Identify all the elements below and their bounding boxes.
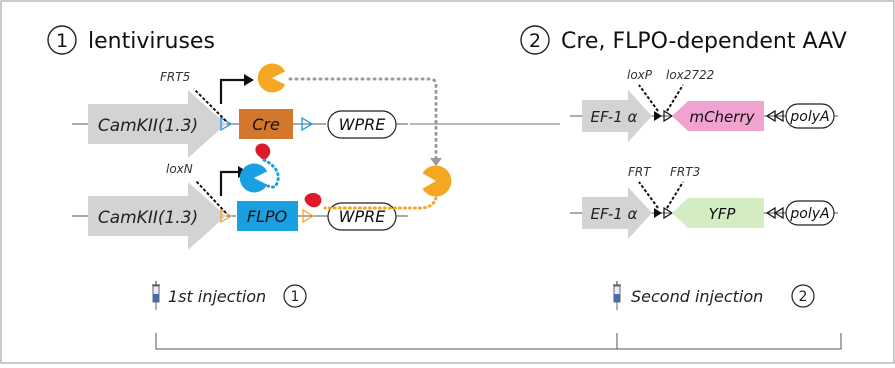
flpo-wpre-label: WPRE — [339, 207, 387, 226]
cre-wpre-label: WPRE — [339, 115, 387, 134]
lox2722-site-marker — [663, 109, 674, 123]
yfp-gene-label: YFP — [709, 205, 737, 223]
panel1-number: 1 — [56, 30, 68, 52]
flpo-bound-site-blob — [304, 193, 322, 208]
panel1-title: lentiviruses — [88, 29, 215, 54]
cre-protein-icon — [257, 63, 286, 93]
yfp-3prime-site-b — [773, 206, 784, 220]
mcherry-3prime-site-b — [773, 109, 784, 123]
frt-leader-line — [638, 181, 659, 209]
mcherry-polya-element — [785, 103, 835, 129]
cre-promoter-arrow — [88, 90, 226, 158]
panel2-header: 2 Cre, FLPO-dependent AAV — [520, 25, 847, 55]
cre-transcription-arrow — [219, 78, 244, 104]
lox2722-leader-line — [666, 84, 684, 112]
yfp-polya-element — [785, 200, 835, 226]
loxn-label: loxN — [166, 162, 193, 176]
loxp-label: loxP — [627, 68, 653, 82]
cre-gene-label: Cre — [252, 115, 280, 134]
flpo-protein-icon — [239, 163, 268, 193]
aav-mcherry-construct: EF-1 α loxP lox2722 mCherry polyA — [570, 68, 838, 142]
first-injection-label: 1st injection — [168, 287, 266, 306]
yfp-promoter-label: EF-1 α — [591, 205, 638, 223]
flpo-transcription-arrow — [219, 170, 238, 196]
panel1-number-circle — [47, 25, 77, 55]
flpo-gene-box — [237, 201, 298, 231]
cre-action-arrowhead — [430, 158, 442, 166]
frt-site-marker — [654, 208, 662, 218]
first-injection-number: 1 — [291, 289, 300, 305]
frt3-label: FRT3 — [670, 165, 700, 179]
cre-transcription-arrowhead — [244, 74, 254, 86]
flpo-gene-label: FLPO — [247, 207, 287, 226]
activated-cre-protein-icon — [422, 165, 452, 197]
frt5-leader-line — [193, 88, 227, 122]
cre-bound-site-blob — [255, 143, 271, 160]
cre-gene-box — [239, 109, 293, 139]
syringe-icon — [152, 281, 160, 310]
flpo-promoter-arrow — [88, 182, 226, 250]
panel1-header: 1 lentiviruses — [47, 25, 215, 55]
second-injection-number: 2 — [799, 289, 808, 305]
aav-yfp-construct: EF-1 α FRT FRT3 YFP polyA — [570, 165, 838, 239]
loxn-leader-line — [195, 180, 227, 214]
mcherry-polya-label: polyA — [789, 109, 829, 125]
yfp-polya-label: polyA — [789, 206, 829, 222]
second-injection-label: Second injection — [631, 287, 763, 306]
lox2722-label: lox2722 — [666, 68, 714, 82]
flpo-action-dotted-path — [262, 158, 280, 189]
panel2-number: 2 — [529, 30, 541, 52]
flpo-wpre-element — [327, 202, 397, 231]
panel2-title: Cre, FLPO-dependent AAV — [561, 29, 847, 54]
yfp-gene-arrow — [672, 198, 764, 228]
frt3-leader-line — [666, 181, 684, 209]
yfp-promoter-arrow — [582, 187, 652, 239]
cre-wpre-element — [327, 110, 397, 139]
second-injection-number-circle — [791, 284, 815, 308]
mcherry-promoter-label: EF-1 α — [591, 108, 638, 126]
cre-cut-dotted-path — [323, 196, 438, 210]
cre-3prime-site-marker — [301, 116, 314, 132]
panel2-number-circle — [520, 25, 550, 55]
flpo-promoter-label: CamKII(1.3) — [98, 208, 198, 228]
first-injection-number-circle — [283, 284, 307, 308]
flpo-3prime-site-marker — [302, 208, 315, 224]
timeline-line — [155, 333, 842, 350]
frt5-label: FRT5 — [160, 70, 190, 84]
cre-promoter-label: CamKII(1.3) — [98, 116, 198, 136]
construct-flpo: CamKII(1.3) loxN FLPO WPRE — [72, 162, 408, 250]
construct-cre: CamKII(1.3) FRT5 Cre WPRE — [70, 63, 560, 158]
syringe-icon — [613, 281, 621, 310]
cre-action-dotted-path — [288, 77, 438, 162]
injection-timeline: 1st injection 1 Second injection 2 — [152, 281, 842, 350]
loxp-leader-line — [638, 84, 659, 112]
loxp-site-marker — [654, 111, 662, 121]
frt-label: FRT — [628, 165, 652, 179]
mcherry-gene-label: mCherry — [689, 108, 755, 126]
frt3-site-marker — [663, 206, 674, 220]
mcherry-gene-arrow — [672, 101, 764, 131]
mcherry-promoter-arrow — [582, 90, 652, 142]
